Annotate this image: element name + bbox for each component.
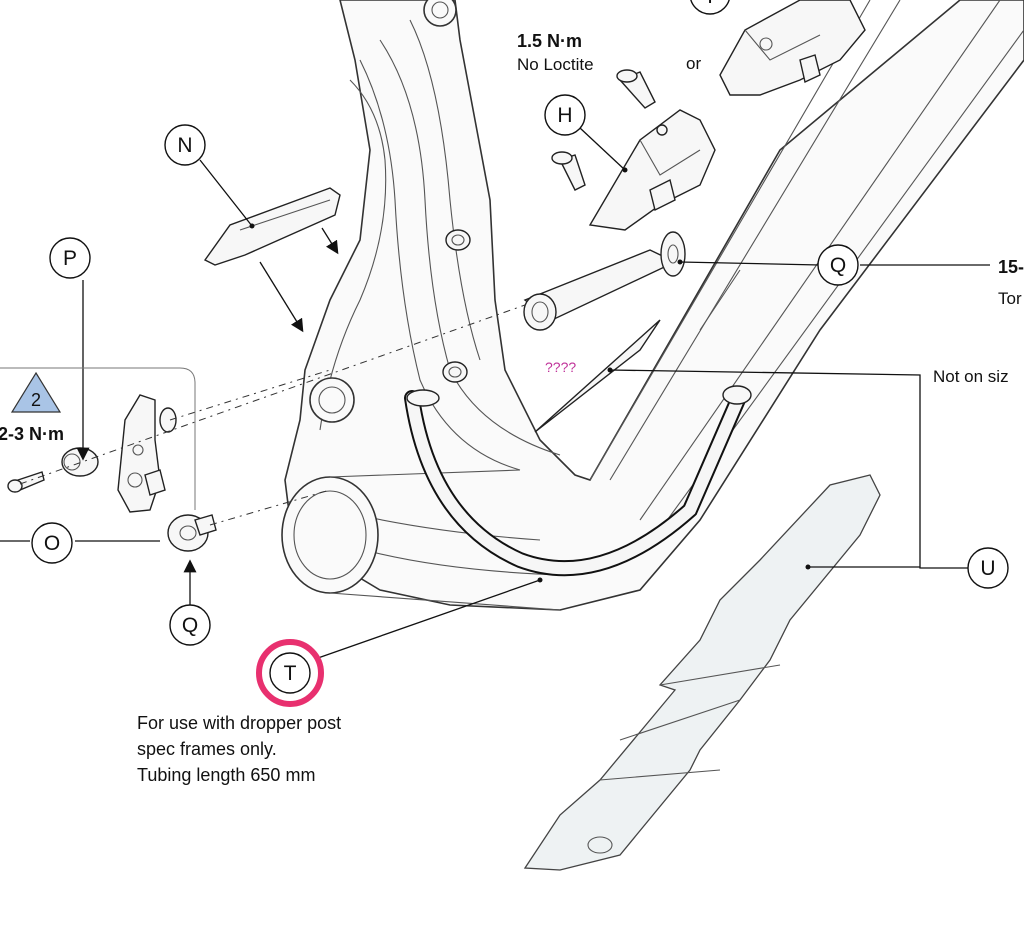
frame-bolt-upper bbox=[445, 229, 471, 251]
part-h-cable-guide bbox=[551, 69, 716, 231]
question-marks-label: ???? bbox=[545, 359, 576, 375]
t-note-line2: spec frames only. bbox=[137, 739, 277, 759]
part-i-alt-cable-guide bbox=[719, 0, 866, 96]
part-q-axle bbox=[523, 231, 686, 331]
torque-h-note: No Loctite bbox=[517, 55, 594, 74]
svg-text:Q: Q bbox=[830, 254, 846, 277]
svg-text:U: U bbox=[980, 557, 995, 580]
callout-q-upper: Q bbox=[817, 244, 859, 286]
torque-h-value: 1.5 N·m bbox=[517, 31, 582, 51]
or-label: or bbox=[686, 54, 701, 73]
svg-text:N: N bbox=[177, 134, 192, 157]
part-n-cover bbox=[203, 187, 341, 266]
callout-i-partial: I bbox=[690, 0, 730, 15]
torque-p-value: 2-3 N·m bbox=[0, 424, 64, 444]
svg-text:P: P bbox=[63, 247, 77, 270]
warning-triangle-icon: 2 bbox=[10, 371, 62, 413]
callout-q-lower: Q bbox=[169, 604, 211, 646]
callout-p: P bbox=[49, 237, 91, 279]
part-u-frame-guard bbox=[523, 474, 881, 871]
svg-text:I: I bbox=[707, 0, 713, 8]
not-on-size-note: Not on siz bbox=[933, 367, 1009, 386]
part-p-hanger bbox=[7, 394, 177, 513]
svg-text:T: T bbox=[284, 662, 297, 685]
callout-t-highlighted: T bbox=[256, 639, 324, 707]
torque-q-partial: 15- bbox=[998, 257, 1024, 277]
torque-q-partial-line2: Tor bbox=[998, 289, 1022, 308]
callout-o: O bbox=[31, 522, 73, 564]
t-note-line1: For use with dropper post bbox=[137, 713, 341, 733]
callout-u: U bbox=[967, 547, 1009, 589]
svg-text:Q: Q bbox=[182, 614, 198, 637]
t-note-line3: Tubing length 650 mm bbox=[137, 765, 315, 785]
callout-n: N bbox=[164, 124, 206, 166]
callout-h: H bbox=[544, 94, 586, 136]
svg-text:H: H bbox=[557, 104, 572, 127]
frame-bolt-lower bbox=[442, 361, 468, 383]
svg-text:2: 2 bbox=[31, 390, 41, 410]
part-q-bolt bbox=[167, 514, 217, 552]
sliver-part bbox=[534, 319, 661, 433]
part-t-internal-tubing bbox=[404, 385, 752, 577]
bike-frame bbox=[281, 0, 1024, 611]
svg-text:O: O bbox=[44, 532, 60, 555]
